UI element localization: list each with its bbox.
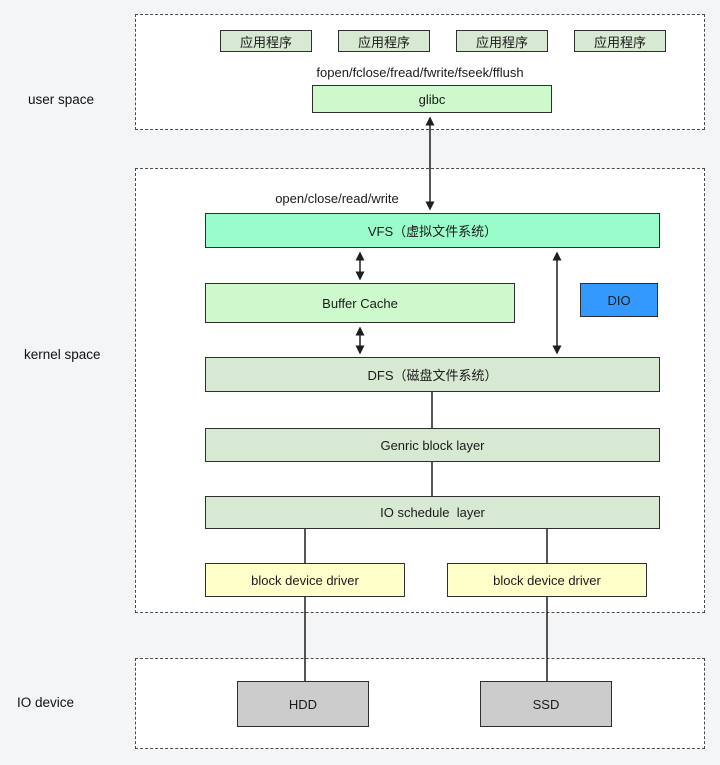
syscall-functions-text: open/close/read/write <box>275 191 399 206</box>
dio-box: DIO <box>580 283 658 317</box>
application-box-3: 应用程序 <box>456 30 548 52</box>
ssd-box: SSD <box>480 681 612 727</box>
user-space-label: user space <box>28 92 95 107</box>
application-box-2: 应用程序 <box>338 30 430 52</box>
block-device-driver-right-box: block device driver <box>447 563 647 597</box>
dfs-box: DFS（磁盘文件系统） <box>205 357 660 392</box>
io-device-label: IO device <box>17 695 75 710</box>
generic-block-layer-box: Genric block layer <box>205 428 660 462</box>
hdd-box: HDD <box>237 681 369 727</box>
io-schedule-layer-box: IO schedule layer <box>205 496 660 529</box>
application-box-4: 应用程序 <box>574 30 666 52</box>
kernel-space-label: kernel space <box>24 347 101 362</box>
libc-api-functions-text: fopen/fclose/fread/fwrite/fseek/fflush <box>316 65 524 80</box>
buffer-cache-box: Buffer Cache <box>205 283 515 323</box>
block-device-driver-left-box: block device driver <box>205 563 405 597</box>
application-box-1: 应用程序 <box>220 30 312 52</box>
glibc-box: glibc <box>312 85 552 113</box>
vfs-box: VFS（虚拟文件系统） <box>205 213 660 248</box>
